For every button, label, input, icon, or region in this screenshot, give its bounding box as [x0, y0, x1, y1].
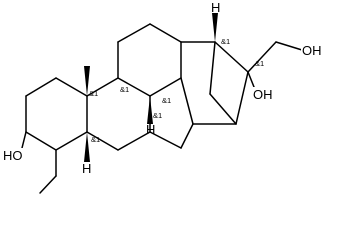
stereo-label-c8: &1 [162, 96, 171, 105]
hydroxyl-left-label: HO [3, 148, 23, 163]
wedge-bonds [84, 13, 218, 162]
methyl-wedge [84, 66, 90, 96]
ring-d-bridge [149, 41, 249, 149]
ring-a [25, 77, 88, 151]
stereo-hash-lower [84, 132, 90, 162]
stereo-label-c9: &1 [120, 85, 129, 94]
hydroxyl-terminal-label: OH [302, 43, 322, 58]
stereo-hash-top [212, 13, 218, 42]
stereo-hash-center [147, 96, 153, 124]
ring-c [117, 23, 182, 97]
hydrogen-center-label: H [146, 122, 155, 137]
structure-diagram: HO OH OH H H H &1 &1 &1 &1 &1 &1 &1 [2, 0, 323, 194]
hydrogen-lower-label: H [82, 161, 91, 176]
hydroxyl-bridge-label: OH [253, 87, 273, 102]
stereo-label-c8b: &1 [153, 111, 162, 120]
hydrogen-top-label: H [211, 0, 220, 15]
substituent-bonds [19, 41, 303, 194]
stereo-label-c5: &1 [91, 135, 100, 144]
atom-labels: HO OH OH H H H [2, 0, 323, 176]
stereo-label-c13: &1 [221, 37, 230, 46]
stereo-label-c10: &1 [89, 89, 98, 98]
stereo-label-c16: &1 [255, 59, 264, 68]
stereo-labels: &1 &1 &1 &1 &1 &1 &1 [89, 37, 264, 144]
